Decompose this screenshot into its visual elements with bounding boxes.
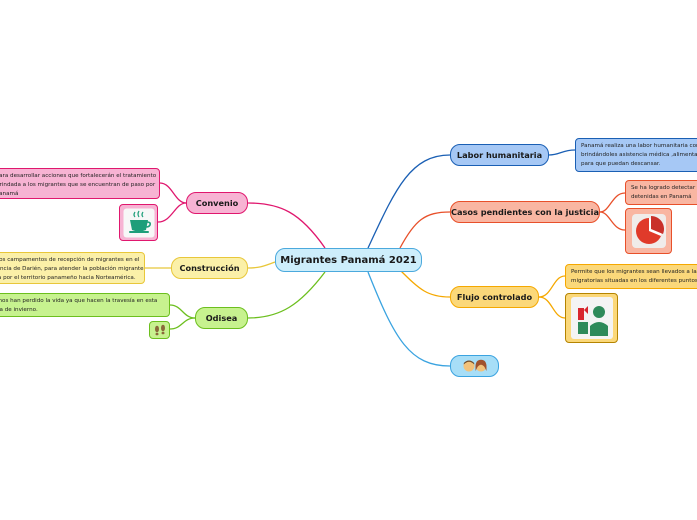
icon-box-casos[interactable]	[625, 208, 672, 254]
note-line: migratorias situadas en los diferentes p…	[571, 278, 697, 284]
pie-chart-icon	[631, 214, 666, 248]
sub-connector-casos-note	[599, 192, 626, 213]
connector-flujo-controlado	[399, 269, 451, 298]
note-line: brindada a los migrantes que se encuentr…	[0, 182, 156, 188]
topic-construccion-label: Construcción	[179, 263, 240, 273]
topic-labor-humanitaria-label: Labor humanitaria	[456, 150, 543, 160]
note-construccion[interactable]: De dos campamentos de recepción de migra…	[0, 252, 145, 284]
topic-convenio-label: Convenio	[195, 198, 239, 208]
note-line: cruza por el territorio panameño hacia N…	[0, 275, 136, 281]
sub-connector-flujo-icon	[538, 296, 566, 319]
note-line: De dos campamentos de recepción de migra…	[0, 257, 140, 263]
topic-persons[interactable]	[450, 355, 499, 377]
note-line: Para desarrollar acciones que fortalecer…	[0, 173, 157, 179]
connector-convenio	[247, 202, 326, 249]
note-line: Panamá	[0, 191, 19, 197]
icon-box-convenio[interactable]	[119, 204, 158, 241]
connector-persons	[367, 271, 451, 367]
icon-box-odisea[interactable]	[149, 321, 170, 339]
note-odisea[interactable]: Algunos han perdido la vida ya que hacen…	[0, 293, 170, 317]
icon-box-flujo[interactable]	[565, 293, 618, 343]
topic-casos-pendientes[interactable]: Casos pendientes con la justicia	[450, 201, 600, 223]
note-flujo-controlado[interactable]: Permite que los migrantes sean llevados …	[565, 264, 697, 289]
connector-odisea	[247, 271, 326, 319]
note-line: brindándoles asistencia médica ,alimenta…	[581, 152, 697, 158]
connector-labor-humanitaria	[367, 154, 451, 249]
note-line: provincia de Darién, para atender la pob…	[0, 266, 144, 272]
central-topic[interactable]: Migrantes Panamá 2021	[275, 248, 422, 272]
topic-odisea[interactable]: Odisea	[195, 307, 248, 329]
note-line: para que puedan descansar.	[581, 161, 661, 167]
sub-connector-odisea-note	[169, 304, 196, 319]
topic-labor-humanitaria[interactable]: Labor humanitaria	[450, 144, 549, 166]
topic-flujo-controlado-label: Flujo controlado	[456, 292, 533, 302]
note-line: Se ha logrado detectar a personas	[631, 185, 697, 191]
sub-connector-convenio-note	[159, 182, 187, 204]
note-line: época de invierno.	[0, 307, 38, 313]
topic-casos-pendientes-label: Casos pendientes con la justicia	[451, 207, 599, 217]
note-line: Algunos han perdido la vida ya que hacen…	[0, 298, 158, 304]
people-icon	[570, 297, 613, 339]
connector-casos-pendientes	[399, 211, 451, 249]
note-line: Permite que los migrantes sean llevados …	[571, 269, 697, 275]
note-casos-pendientes[interactable]: Se ha logrado detectar a personas deteni…	[625, 180, 697, 205]
note-line: Panamá realiza una labor humanitaria con…	[581, 143, 697, 149]
coffee-cup-icon	[123, 208, 154, 237]
topic-construccion[interactable]: Construcción	[171, 257, 248, 279]
central-topic-label: Migrantes Panamá 2021	[280, 254, 417, 266]
sub-connector-flujo-note	[538, 275, 566, 298]
sub-connector-odisea-icon	[169, 317, 196, 330]
topic-convenio[interactable]: Convenio	[186, 192, 248, 214]
topic-flujo-controlado[interactable]: Flujo controlado	[450, 286, 539, 308]
sub-connector-casos-icon	[599, 211, 626, 231]
sub-connector-convenio-icon	[157, 202, 187, 223]
note-labor-humanitaria[interactable]: Panamá realiza una labor humanitaria con…	[575, 138, 697, 172]
persons-icon	[463, 359, 486, 372]
connector-construccion	[247, 261, 276, 269]
note-convenio[interactable]: Para desarrollar acciones que fortalecer…	[0, 168, 160, 199]
footprints-icon	[154, 324, 165, 336]
topic-odisea-label: Odisea	[205, 313, 238, 323]
sub-connector-labor	[548, 149, 576, 156]
note-line: detenidas en Panamá	[631, 194, 692, 200]
